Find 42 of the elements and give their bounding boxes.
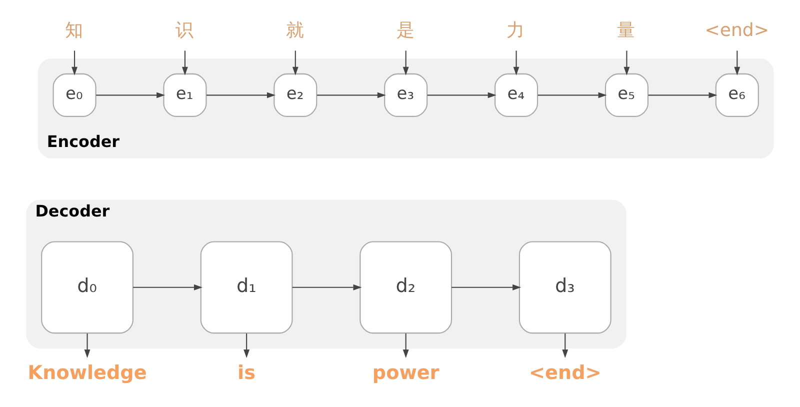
- arrow: [133, 284, 202, 290]
- node-text: 知: [64, 20, 83, 41]
- node-box: e₄: [494, 73, 538, 117]
- arrow: [72, 50, 78, 76]
- arrow: [244, 333, 250, 358]
- node-text: 识: [175, 20, 194, 41]
- node-text: is: [238, 361, 256, 384]
- node-text: 量: [617, 20, 636, 41]
- arrow: [427, 92, 496, 98]
- arrow: [182, 50, 188, 76]
- node-text: 是: [396, 20, 414, 41]
- arrow: [402, 333, 409, 358]
- node-text: <end>: [529, 361, 602, 384]
- arrow: [206, 92, 276, 98]
- node-text: power: [372, 361, 440, 384]
- arrow: [648, 92, 718, 98]
- arrow: [292, 284, 362, 290]
- node-text: <end>: [704, 20, 770, 41]
- node-box: e₃: [384, 73, 428, 117]
- node-box: e₀: [52, 73, 96, 117]
- arrow: [538, 92, 607, 98]
- arrow: [734, 50, 740, 76]
- node-box: d₂: [360, 241, 452, 334]
- node-box: e₂: [274, 73, 318, 117]
- arrow: [316, 92, 386, 98]
- arrow: [84, 333, 90, 358]
- arrow: [402, 50, 409, 76]
- arrow: [452, 284, 522, 290]
- node-box: e₁: [163, 73, 207, 117]
- node-text: 力: [506, 20, 525, 41]
- arrow: [562, 333, 568, 358]
- node-text: 就: [286, 20, 304, 41]
- arrow: [513, 50, 520, 76]
- node-box: d₃: [518, 241, 612, 334]
- arrow: [96, 92, 166, 98]
- arrow: [292, 50, 298, 76]
- node-text: Knowledge: [28, 361, 147, 384]
- node-box: e₅: [604, 73, 648, 117]
- node-box: d₁: [200, 241, 293, 334]
- node-box: d₀: [41, 241, 134, 334]
- node-box: e₆: [715, 73, 759, 117]
- arrow: [624, 50, 630, 76]
